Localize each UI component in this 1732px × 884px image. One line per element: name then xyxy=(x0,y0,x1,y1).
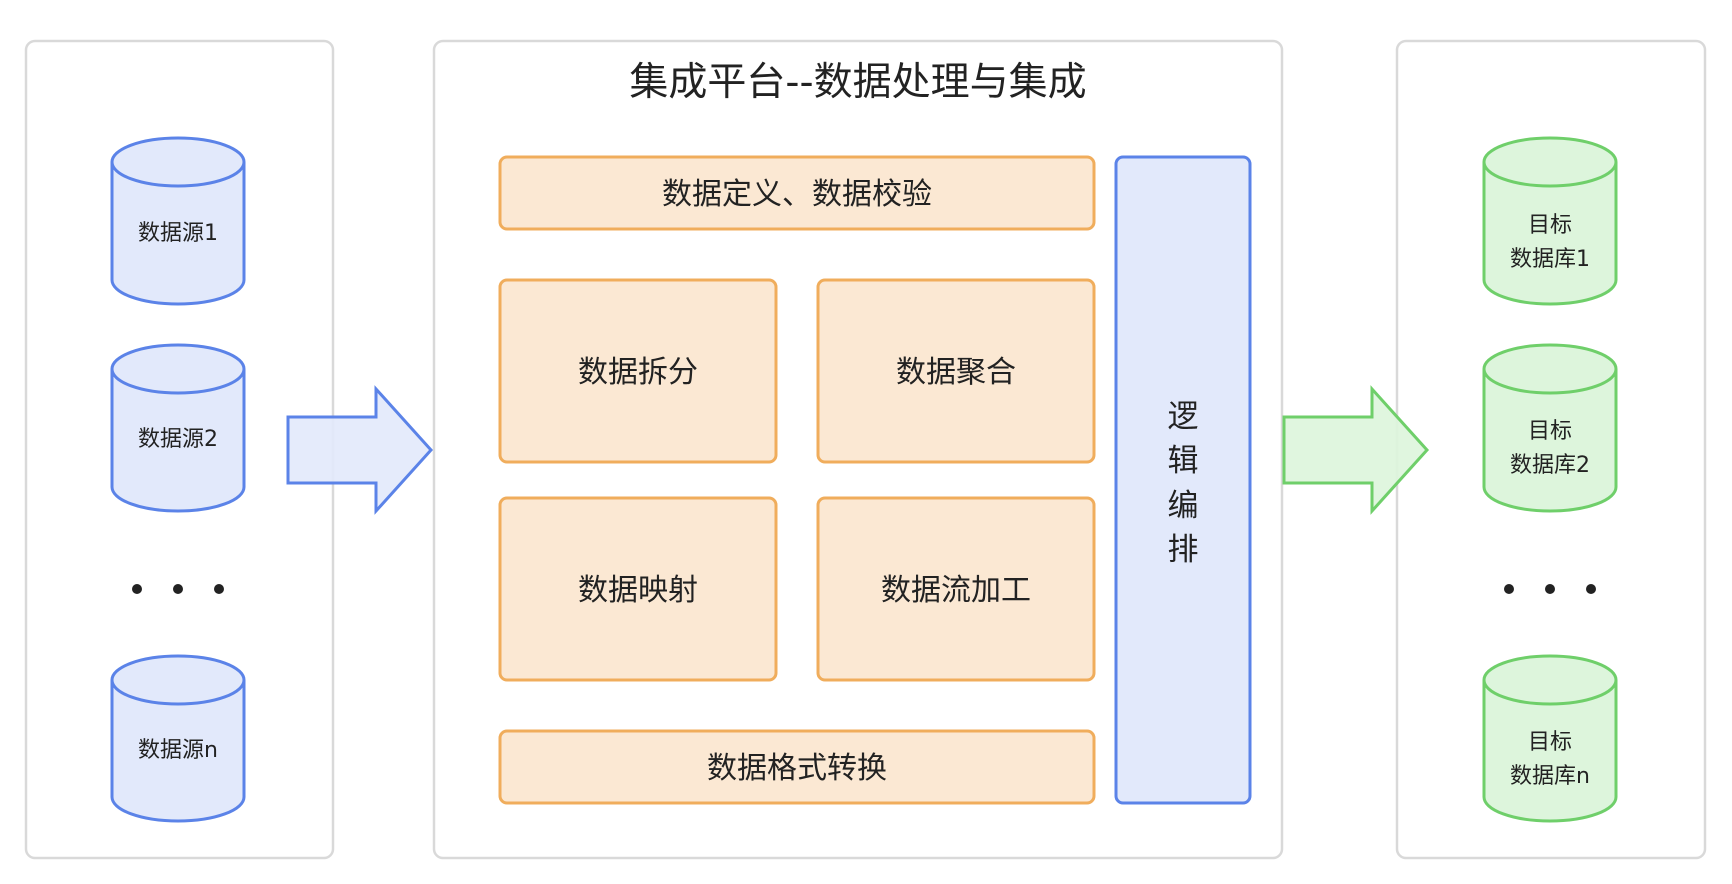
module-logic-orchestration[interactable]: 逻 辑 编 排 xyxy=(1114,155,1252,805)
module-aggregate-label: 数据聚合 xyxy=(896,355,1016,390)
database-cylinder-icon xyxy=(1482,343,1618,513)
module-format-conversion-label: 数据格式转换 xyxy=(707,751,887,786)
module-stream-processing-label: 数据流加工 xyxy=(881,573,1031,608)
source-database-2[interactable]: 数据源2 xyxy=(110,343,246,513)
source-label-1: 数据源1 xyxy=(138,221,218,246)
database-cylinder-icon xyxy=(110,654,246,823)
logic-orchestration-char-2: 辑 xyxy=(1168,443,1199,479)
module-split-label: 数据拆分 xyxy=(578,355,698,390)
module-format-conversion[interactable]: 数据格式转换 xyxy=(498,729,1096,805)
source-database-1[interactable]: 数据源1 xyxy=(110,136,246,306)
sources-ellipsis-icon xyxy=(132,584,224,594)
module-mapping-label: 数据映射 xyxy=(578,573,698,608)
targets-ellipsis-icon xyxy=(1504,584,1596,594)
database-cylinder-icon xyxy=(1482,654,1618,823)
source-label-2: 数据源2 xyxy=(138,427,218,452)
arrow-right-icon xyxy=(1282,385,1430,515)
target-database-2[interactable]: 目标 数据库2 xyxy=(1482,343,1618,513)
target-label-1-line1: 目标 xyxy=(1528,213,1572,238)
target-database-1[interactable]: 目标 数据库1 xyxy=(1482,136,1618,306)
module-split[interactable]: 数据拆分 xyxy=(498,278,778,464)
arrow-right-icon xyxy=(286,385,434,515)
source-database-n[interactable]: 数据源n xyxy=(110,654,246,823)
logic-orchestration-char-1: 逻 xyxy=(1168,399,1199,435)
logic-orchestration-char-3: 编 xyxy=(1168,488,1199,524)
module-stream-processing[interactable]: 数据流加工 xyxy=(816,496,1096,682)
logic-orchestration-char-4: 排 xyxy=(1168,532,1199,568)
sources-panel: 数据源1 数据源2 数据源n xyxy=(24,39,335,860)
database-cylinder-icon xyxy=(1482,136,1618,306)
target-label-2-line2: 数据库2 xyxy=(1510,453,1590,478)
target-label-n-line1: 目标 xyxy=(1528,730,1572,755)
targets-panel: 目标 数据库1 目标 数据库2 目标 数据库n xyxy=(1395,39,1707,860)
source-label-n: 数据源n xyxy=(138,738,218,763)
platform-panel: 集成平台--数据处理与集成 数据定义、数据校验 数据拆分 数据聚合 数据映射 数… xyxy=(432,39,1284,860)
target-label-2-line1: 目标 xyxy=(1528,419,1572,444)
module-mapping[interactable]: 数据映射 xyxy=(498,496,778,682)
module-definition-validation[interactable]: 数据定义、数据校验 xyxy=(498,155,1096,231)
database-cylinder-icon xyxy=(110,343,246,513)
module-aggregate[interactable]: 数据聚合 xyxy=(816,278,1096,464)
module-definition-validation-label: 数据定义、数据校验 xyxy=(662,177,932,212)
platform-title: 集成平台--数据处理与集成 xyxy=(629,60,1086,105)
target-label-n-line2: 数据库n xyxy=(1510,764,1590,789)
target-label-1-line2: 数据库1 xyxy=(1510,247,1590,272)
database-cylinder-icon xyxy=(110,136,246,306)
target-database-n[interactable]: 目标 数据库n xyxy=(1482,654,1618,823)
